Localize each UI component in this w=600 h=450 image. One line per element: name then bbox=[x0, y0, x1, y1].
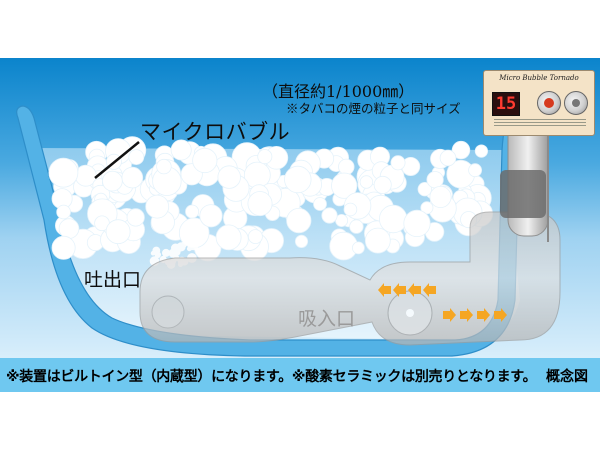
bubble bbox=[247, 191, 273, 217]
bubble bbox=[286, 208, 312, 234]
power-button[interactable] bbox=[537, 91, 561, 115]
bubble bbox=[426, 171, 444, 189]
bubble bbox=[429, 185, 452, 208]
bubble bbox=[351, 241, 365, 255]
microbubble-label: マイクロバブル bbox=[140, 120, 291, 144]
mode-button[interactable] bbox=[564, 91, 588, 115]
bubble bbox=[121, 166, 144, 189]
panel-fine-print bbox=[494, 119, 586, 123]
bubble bbox=[331, 172, 358, 199]
bubble bbox=[321, 207, 338, 224]
bubble bbox=[313, 197, 327, 211]
outlet-label: 吐出口 bbox=[84, 269, 142, 291]
bubble bbox=[364, 227, 391, 254]
bubble bbox=[215, 224, 242, 251]
flow-arrow-left bbox=[423, 283, 436, 297]
flow-arrow-right bbox=[494, 308, 507, 322]
diameter-label: （直径約1/1000㎜） bbox=[262, 82, 415, 101]
pump-pipe bbox=[139, 211, 561, 346]
bubble bbox=[468, 163, 483, 178]
bubble bbox=[185, 204, 200, 219]
bubble bbox=[403, 209, 431, 237]
bubble bbox=[170, 139, 192, 161]
bubble bbox=[126, 208, 145, 227]
bubble bbox=[373, 175, 392, 194]
panel-display: 15 bbox=[492, 92, 520, 116]
microbubble-cloud bbox=[48, 136, 494, 262]
microbubble-pointer bbox=[94, 141, 140, 179]
concept-diagram-tag: 概念図 bbox=[546, 369, 588, 385]
bubble bbox=[343, 202, 358, 217]
bubble bbox=[156, 158, 172, 175]
bubble bbox=[105, 219, 131, 245]
flow-arrow-left bbox=[378, 283, 391, 297]
control-panel: Micro Bubble Tornado 15 bbox=[483, 70, 595, 136]
flow-arrow-right bbox=[460, 308, 473, 322]
bubble bbox=[284, 165, 312, 194]
tobacco-note: ※タバコの煙の粒子と同サイズ bbox=[286, 101, 461, 116]
bubble bbox=[390, 155, 406, 171]
bubble bbox=[349, 219, 364, 234]
bubble bbox=[359, 175, 374, 189]
bubble bbox=[474, 144, 488, 158]
flow-arrow-right bbox=[443, 308, 456, 322]
bubble bbox=[199, 204, 223, 228]
bubble bbox=[417, 181, 433, 197]
small-bubble bbox=[154, 251, 161, 258]
flow-arrow-left bbox=[408, 283, 421, 297]
bubble bbox=[58, 218, 80, 239]
bubble bbox=[192, 147, 218, 174]
bubble bbox=[420, 201, 434, 215]
footer-bar: ※装置はビルトイン型（内蔵型）になります。※酸素セラミックは別売りとなります。 … bbox=[0, 358, 600, 392]
small-bubble bbox=[174, 246, 182, 253]
inlet-label: 吸入口 bbox=[298, 308, 356, 330]
bubble bbox=[338, 158, 355, 176]
bubble bbox=[439, 149, 457, 167]
footer-note: ※装置はビルトイン型（内蔵型）になります。※酸素セラミックは別売りとなります。 bbox=[6, 369, 537, 385]
bubble bbox=[257, 149, 273, 165]
flow-arrows bbox=[378, 283, 507, 322]
flow-arrow-left bbox=[393, 283, 406, 297]
small-bubble bbox=[187, 240, 197, 250]
flow-arrow-right bbox=[477, 308, 490, 322]
bubble bbox=[217, 165, 241, 189]
bubble bbox=[247, 229, 263, 245]
panel-fine-print-line bbox=[494, 125, 586, 126]
bubble bbox=[379, 204, 408, 234]
bubble bbox=[145, 194, 170, 219]
bubble bbox=[56, 204, 71, 220]
bubble bbox=[51, 235, 76, 260]
bubble bbox=[451, 140, 471, 160]
bubble bbox=[294, 234, 309, 248]
bubble bbox=[102, 170, 123, 192]
small-bubble bbox=[162, 248, 170, 257]
panel-title: Micro Bubble Tornado bbox=[499, 74, 579, 82]
bubble bbox=[48, 157, 79, 188]
bubble bbox=[128, 149, 145, 166]
